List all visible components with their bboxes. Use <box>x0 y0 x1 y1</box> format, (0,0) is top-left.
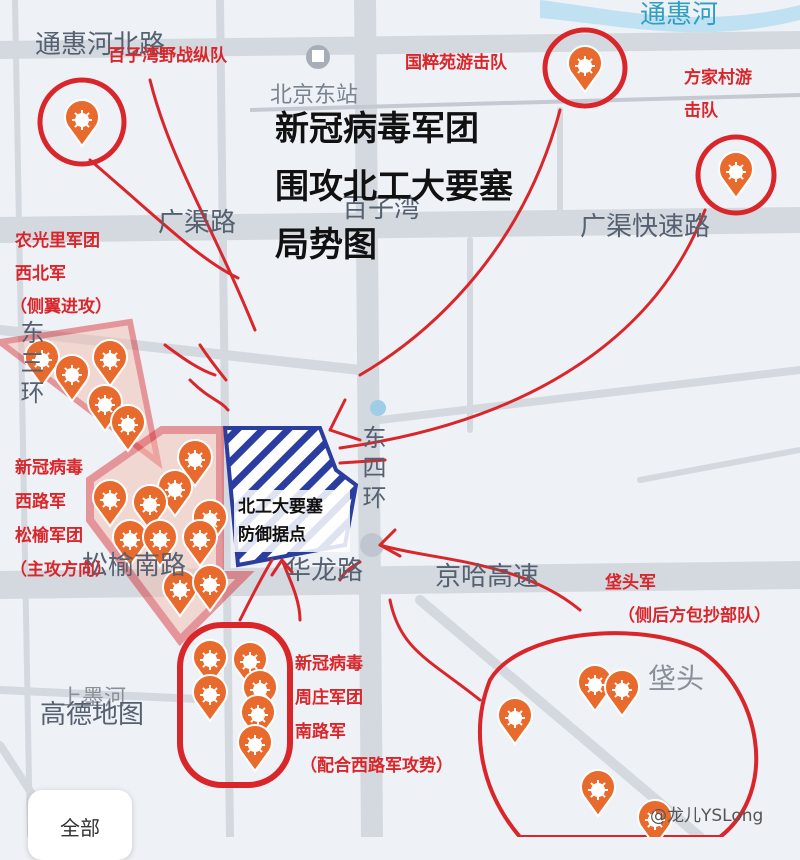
small-lake <box>370 400 386 416</box>
virus-pin-icon <box>232 641 268 690</box>
guangqu-express-label: 广渠快速路 <box>580 212 711 242</box>
guocuiyuan-circle <box>542 27 628 109</box>
virus-pin-icon <box>637 799 673 837</box>
nongguangli-label-3: （侧翼进攻） <box>10 297 112 317</box>
fangjiacun-label-1: 方家村游 <box>684 68 752 88</box>
virus-pin-icon <box>177 439 213 488</box>
virus-pin-icon <box>604 669 640 718</box>
baiziwan-label: 百子湾 <box>342 194 421 224</box>
east-fourth-ring-label: 东四环 <box>358 425 386 515</box>
fatou-army-label-2: （侧后方包抄部队） <box>618 606 771 626</box>
west-army-label-3: 松榆军团 <box>15 526 83 546</box>
virus-pin-icon <box>242 669 278 718</box>
south-army-label-4: （配合西路军攻势） <box>300 756 453 776</box>
south-army-label-1: 新冠病毒 <box>295 654 363 674</box>
virus-pin-icon <box>54 354 90 403</box>
attack-arrows <box>88 78 707 702</box>
huolong-road-label: 华龙路 <box>285 556 364 586</box>
interchange <box>360 533 384 557</box>
virus-pin-icon <box>237 724 273 773</box>
shangmiao-label: 上墨河 <box>60 686 127 711</box>
station-icon <box>306 45 330 69</box>
east-third-ring-label: 东三环 <box>16 320 44 410</box>
fatou-army-label-1: 垡头军 <box>605 573 656 593</box>
west-army-label-1: 新冠病毒 <box>15 458 83 478</box>
virus-pin-icon <box>580 769 616 818</box>
virus-pin-icon <box>182 519 218 568</box>
fangjiacun-circle <box>695 134 777 216</box>
virus-pin-icon <box>92 339 128 388</box>
baiziwan-circle <box>37 77 127 167</box>
virus-pin-icon <box>64 99 100 148</box>
west-army-label-4: （主攻方向） <box>10 560 112 580</box>
virus-pin-icon <box>92 479 128 528</box>
tonghui-river-label: 通惠河 <box>640 0 719 30</box>
fortress-label-line-2: 防御据点 <box>238 525 306 545</box>
fortress-label-bg <box>234 490 350 552</box>
beijing-east-station-label: 北京东站 <box>270 83 359 108</box>
guangqu-road-label: 广渠路 <box>158 208 237 238</box>
virus-pin-icon <box>192 564 228 613</box>
virus-pin-icon <box>162 569 198 618</box>
virus-pin-icon <box>87 384 123 433</box>
south-army-label-3: 南路军 <box>295 722 346 742</box>
virus-pin-icon <box>157 469 193 518</box>
nongguangli-label-1: 农光里军团 <box>15 231 100 251</box>
road-network <box>0 0 800 837</box>
virus-pin-icon <box>112 519 148 568</box>
virus-pin-icon <box>718 151 754 200</box>
virus-pin-icon <box>192 639 228 688</box>
virus-pin-icon <box>132 484 168 533</box>
weibo-watermark: @龙儿YSLong <box>650 806 764 826</box>
virus-pin-icon <box>497 697 533 746</box>
railway <box>249 93 800 112</box>
fortress-label-line-1: 北工大要塞 <box>238 497 323 517</box>
virus-markers <box>24 45 754 837</box>
south-army-label-2: 周庄军团 <box>295 688 363 708</box>
guocuiyuan-label: 国粹苑游击队 <box>405 53 507 73</box>
west-army-label-2: 西路军 <box>15 492 66 512</box>
virus-pin-icon <box>142 519 178 568</box>
gaode-map-label: 高德地图 <box>40 700 145 730</box>
virus-pin-icon <box>192 674 228 723</box>
fangjiacun-label-2: 击队 <box>684 101 718 121</box>
nongguangli-label-2: 西北军 <box>15 264 66 284</box>
baiziwan-army-label: 百子湾野战纵队 <box>108 46 227 66</box>
map-canvas[interactable] <box>0 0 800 837</box>
tonghui-river <box>540 0 800 33</box>
south-army-box <box>177 622 293 788</box>
map-title-line-3: 局势图 <box>275 225 377 265</box>
virus-pin-icon <box>240 694 276 743</box>
map-title-line-2: 围攻北工大要塞 <box>275 167 513 207</box>
virus-pin-icon <box>567 45 603 94</box>
tonghui-he-bei-road-label: 通惠河北路 <box>35 30 166 60</box>
map-title-line-1: 新冠病毒军团 <box>275 109 479 149</box>
jingha-express-label: 京哈高速 <box>435 562 540 592</box>
all-button[interactable]: 全部 <box>28 790 132 860</box>
fatou-circle <box>478 631 759 837</box>
virus-pin-icon <box>110 404 146 453</box>
fatou-place-label: 垡头 <box>648 662 705 695</box>
songyu-nan-road-label: 松榆南路 <box>82 551 187 581</box>
